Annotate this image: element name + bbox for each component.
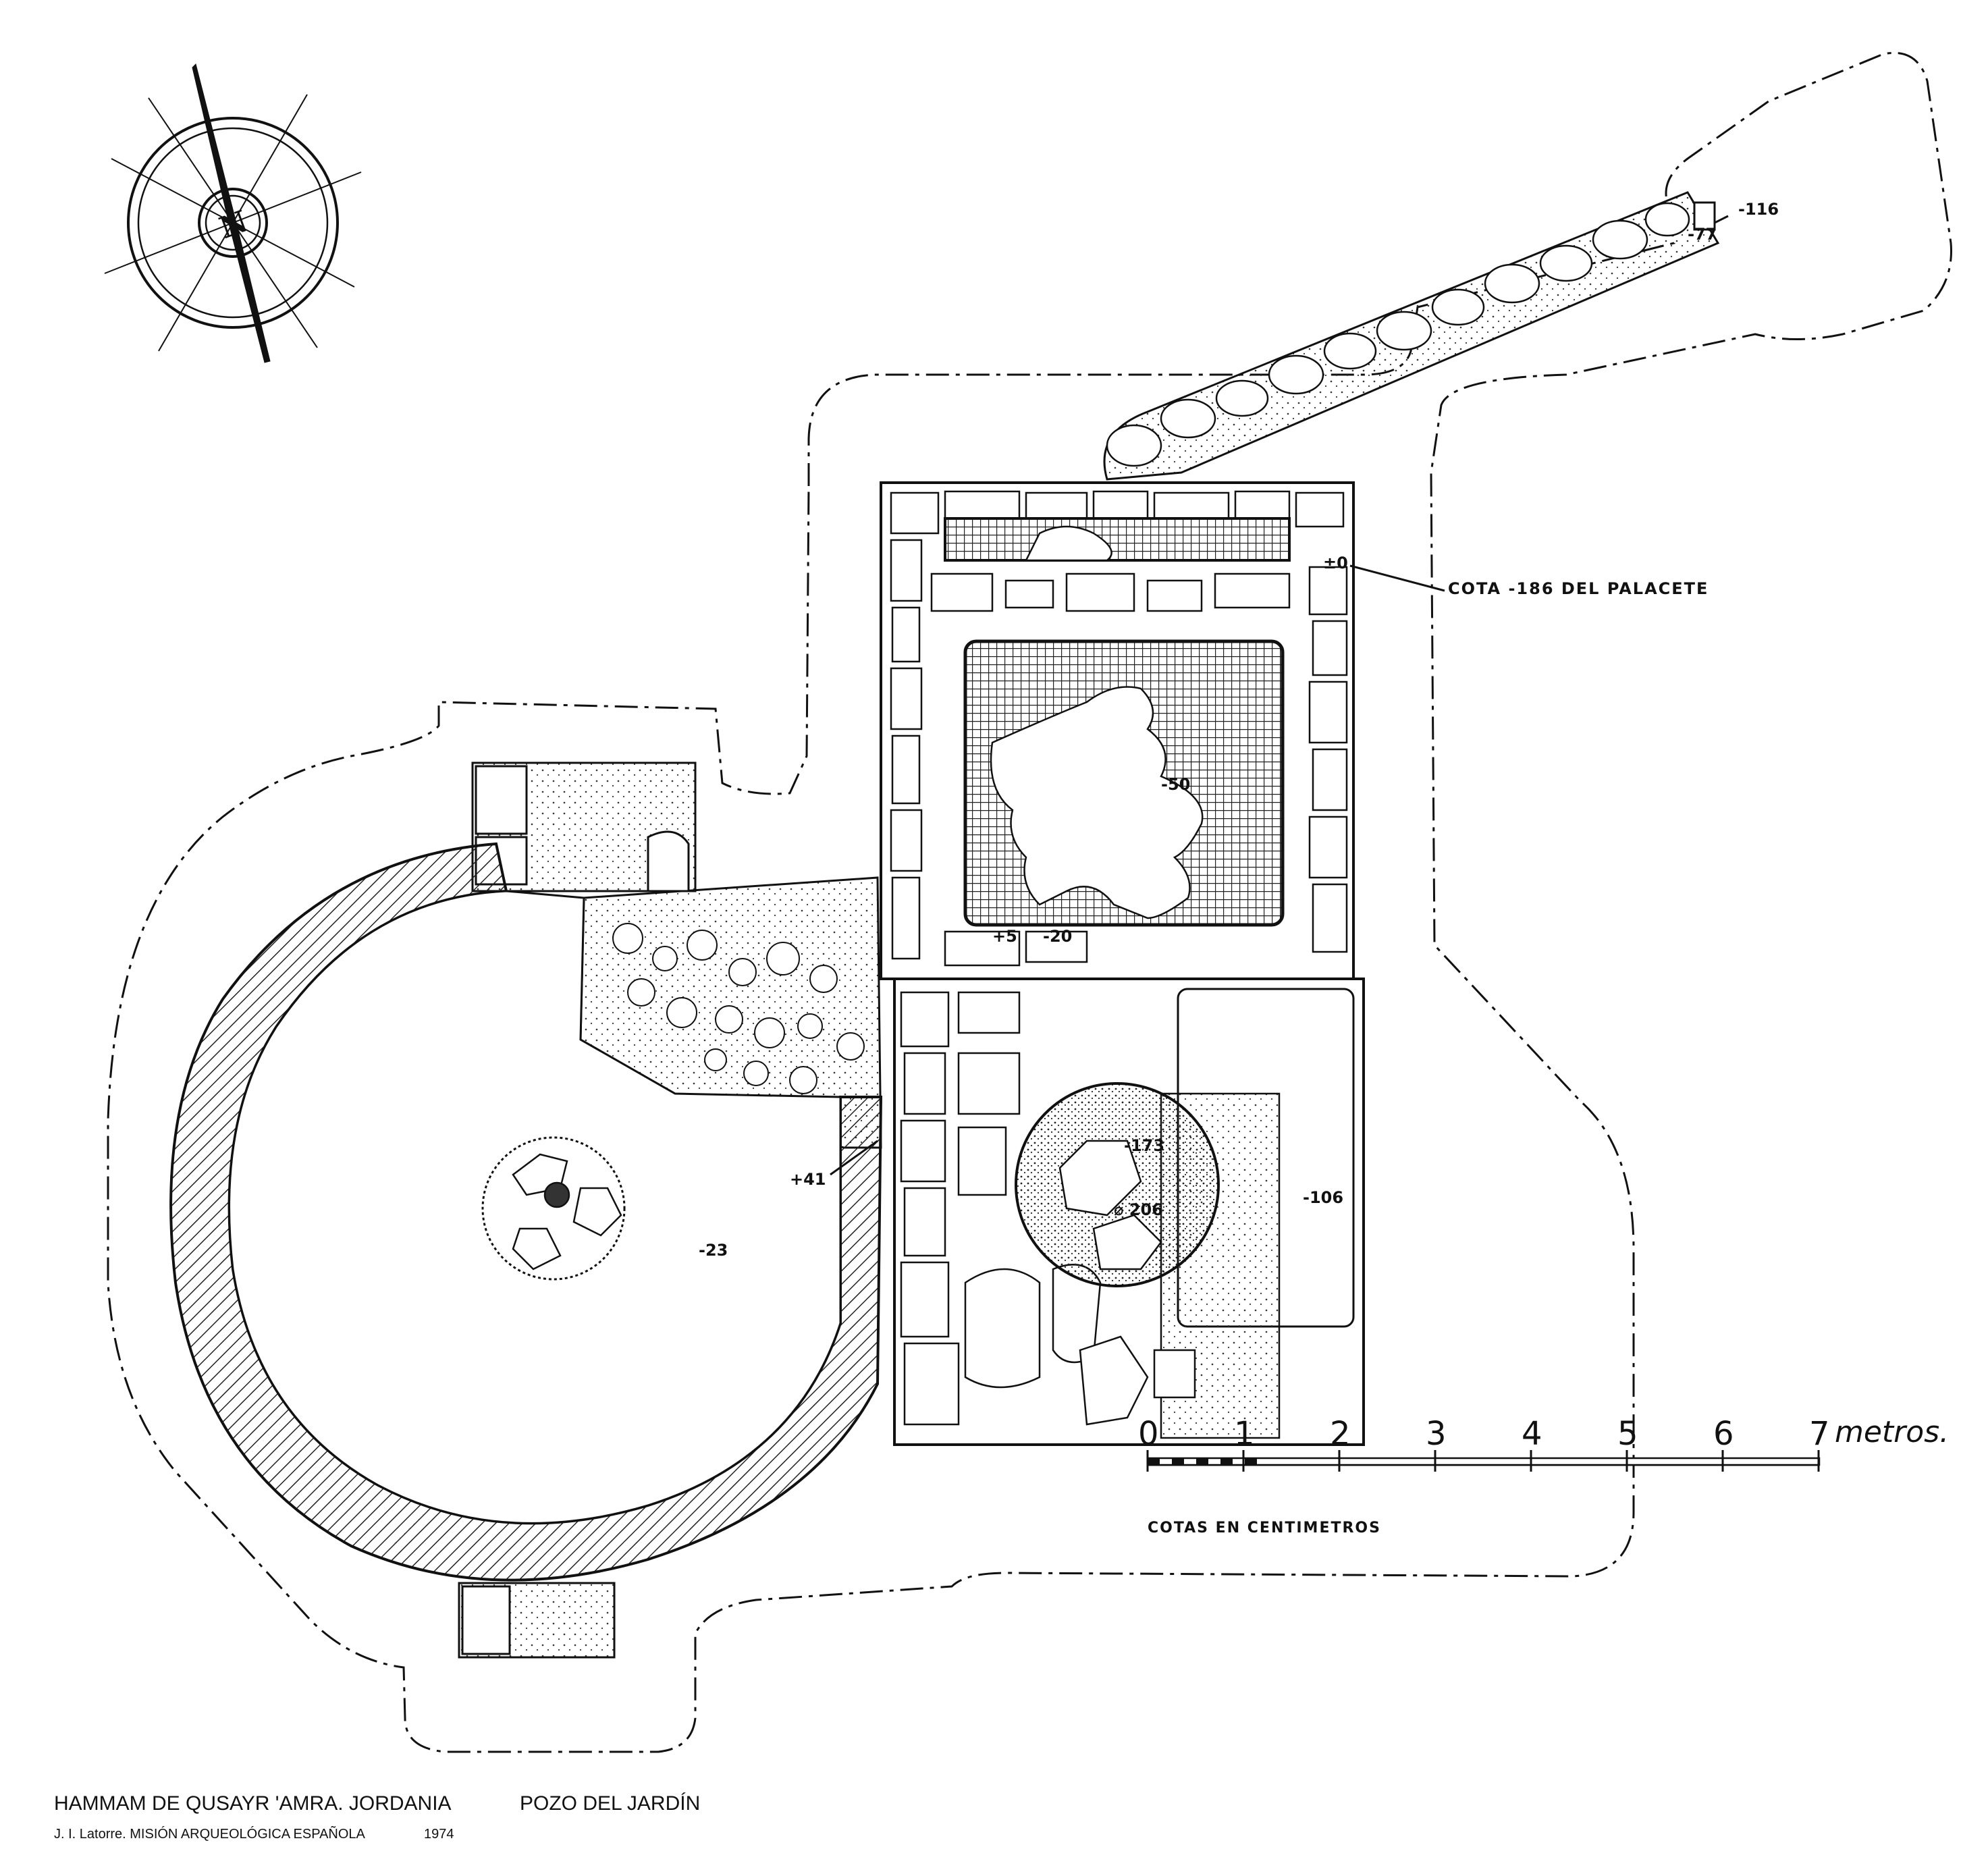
scale-tick-7: 7 [1809,1415,1830,1453]
diagonal-channel [1103,191,1720,481]
elev-77: -77 [1688,225,1717,244]
caption-title: HAMMAM DE QUSAYR 'AMRA. JORDANIA [54,1792,452,1815]
scale-tick-1: 1 [1234,1415,1255,1453]
pebbles [612,923,865,1094]
elev-116: -116 [1738,200,1779,219]
elev-206: ⌀ 206 [1114,1200,1163,1219]
cotas-note: COTAS EN CENTIMETROS [1148,1520,1381,1536]
scale-tick-5: 5 [1617,1415,1638,1453]
elev-0: ±0 [1323,554,1348,572]
upper-left-structure [471,761,697,892]
caption-year: 1974 [424,1827,454,1842]
scale-tick-3: 3 [1426,1415,1447,1453]
scale-unit: metros. [1835,1415,1949,1449]
north-compass [104,63,362,363]
excavation-boundary-outer [107,51,1952,1753]
leader-line-41 [830,1140,878,1176]
scale-tick-4: 4 [1522,1415,1542,1453]
elev-50: -50 [1161,775,1190,794]
scale-tick-0: 0 [1138,1415,1159,1453]
lower-left-structure [458,1582,616,1659]
elev-5: +5 [992,927,1017,946]
rubble-stones [900,991,1196,1426]
scale-tick-2: 2 [1330,1415,1351,1453]
reference-note: COTA -186 DEL PALACETE [1448,579,1709,598]
excavation-boundary [716,377,878,790]
upper-grid-strip [944,517,1291,562]
elev-23: -23 [699,1241,728,1260]
leader-line-reference [1349,564,1445,592]
caption-author: J. I. Latorre. MISIÓN ARQUEOLÓGICA ESPAÑ… [54,1827,365,1842]
main-block-stones [890,490,1348,967]
elev-106: -106 [1303,1188,1343,1207]
inner-basin-void [990,686,1204,919]
scale-tick-6: 6 [1713,1415,1734,1453]
caption-subtitle: POZO DEL JARDÍN [520,1792,701,1815]
north-label: N [215,204,252,246]
elev-20: -20 [1043,927,1072,946]
elev-41: +41 [790,1170,826,1189]
scale-bar: 0 1 2 3 4 5 6 7 metros. [1138,1415,1949,1472]
elev-173: -173 [1124,1136,1164,1155]
